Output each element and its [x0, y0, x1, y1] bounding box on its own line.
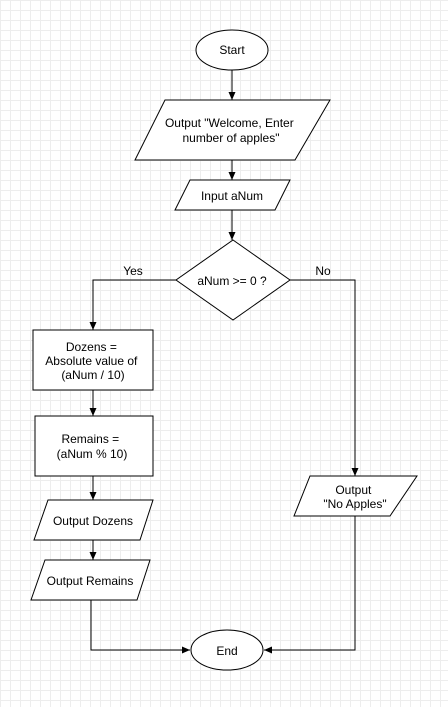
remains-label-line-2: (aNum % 10) — [57, 447, 128, 461]
start-label-line-1: Start — [219, 43, 245, 57]
no-apples-label: Output "No Apples" — [323, 483, 386, 511]
welcome-label-line-1: Output "Welcome, Enter — [165, 116, 294, 130]
dozens-process-box — [32, 329, 154, 391]
remains-label-line-1: Remains = — [61, 432, 119, 446]
welcome-label-line-2: number of apples" — [183, 131, 280, 145]
input-parallelogram — [174, 179, 291, 211]
input-label: Input aNum — [201, 189, 263, 203]
output-remains-label-line-1: Output Remains — [47, 574, 134, 588]
end-label: End — [216, 644, 237, 658]
output-dozens-label: Output Dozens — [53, 514, 133, 528]
dozens-label: Dozens = Absolute value of (aNum / 10) — [45, 340, 140, 382]
decision-label-line-1: aNum >= 0 ? — [197, 274, 267, 288]
start-label: Start — [219, 43, 245, 57]
no-apples-label-line-1: Output — [335, 483, 372, 497]
output-remains-parallelogram — [30, 559, 151, 601]
output-dozens-label-line-1: Output Dozens — [53, 514, 133, 528]
edge-no-apples-to-end — [264, 516, 356, 654]
remains-process-box — [34, 415, 154, 477]
decision-diamond — [175, 239, 291, 321]
decision-label: aNum >= 0 ? — [197, 274, 267, 288]
input-label-line-1: Input aNum — [201, 189, 263, 203]
output-remains-label: Output Remains — [47, 574, 134, 588]
edge-label-no: No — [315, 264, 331, 278]
remains-label: Remains = (aNum % 10) — [57, 432, 128, 461]
dozens-label-line-1: Dozens = — [66, 340, 117, 354]
no-apples-output-parallelogram — [293, 475, 418, 517]
end-terminal — [190, 629, 264, 671]
edge-output-remains-to-end — [90, 600, 190, 654]
output-dozens-parallelogram — [33, 499, 154, 541]
no-apples-label-line-2: "No Apples" — [323, 497, 386, 511]
welcome-output-parallelogram — [134, 99, 331, 161]
end-label-line-1: End — [216, 644, 237, 658]
edge-label-yes: Yes — [123, 264, 143, 278]
welcome-label: Output "Welcome, Enter number of apples" — [165, 116, 297, 145]
edge-decision-yes-to-dozens — [89, 279, 176, 330]
edge-decision-no-to-no-apples — [290, 279, 359, 476]
start-terminal — [195, 29, 269, 71]
dozens-label-line-3: (aNum / 10) — [61, 368, 124, 382]
dozens-label-line-2: Absolute value of — [45, 354, 138, 368]
